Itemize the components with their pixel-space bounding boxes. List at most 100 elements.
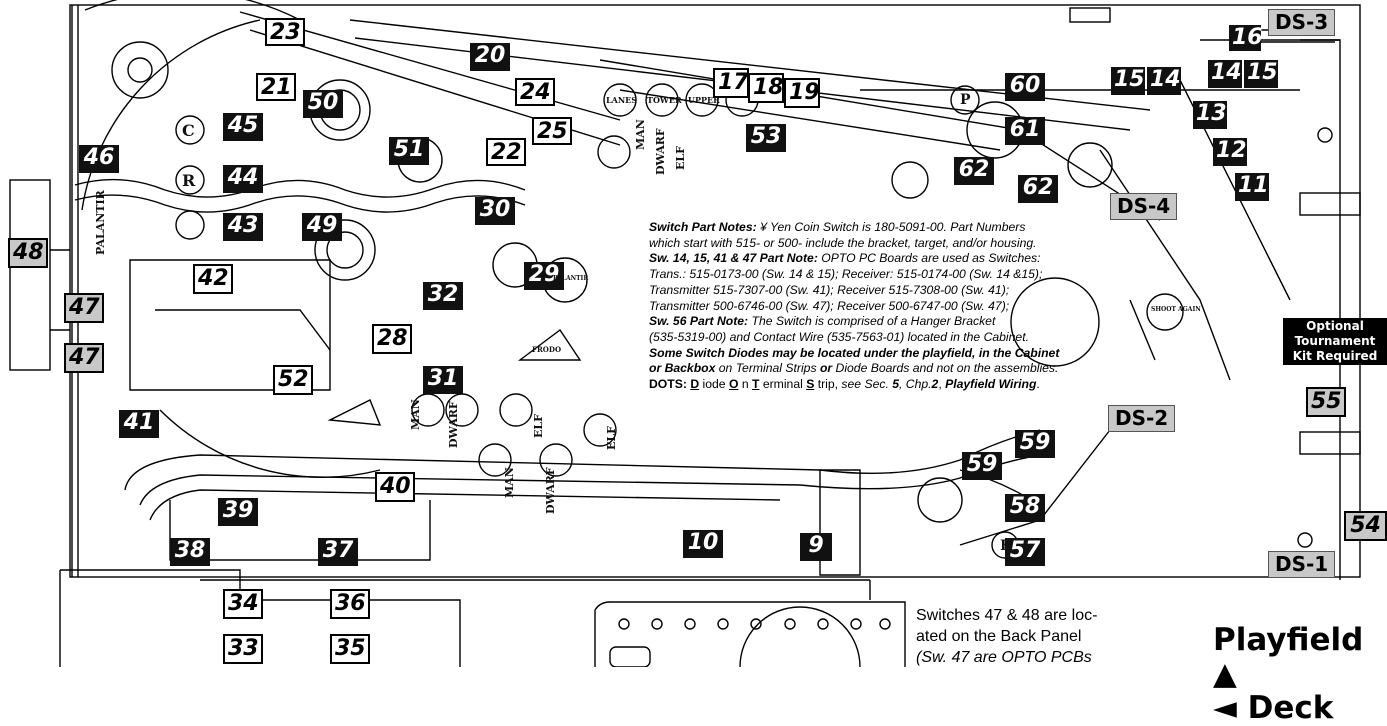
switch-label-43: 43 — [223, 213, 263, 241]
switch-label-28: 28 — [372, 324, 412, 354]
insert-shoot-again: SHOOT AGAIN — [1151, 306, 1201, 313]
notes-line: Transmitter 515-7307-00 (Sw. 41); Receiv… — [649, 282, 1010, 297]
ds-1-label: DS-1 — [1268, 551, 1336, 578]
notes-dots-letter: D — [690, 377, 700, 392]
switch-label-35: 35 — [330, 634, 370, 664]
optional-kit-line: Tournament — [1294, 334, 1376, 348]
notes-section: 5 — [892, 377, 900, 392]
notes-heading-switch-parts: Switch Part Notes: — [649, 220, 757, 234]
switch-label-59: 59 — [1015, 430, 1055, 458]
ds-2-label: DS-2 — [1108, 405, 1176, 432]
back-note-line: ated on the Back Panel — [916, 628, 1082, 645]
switch-label-31: 31 — [423, 366, 463, 394]
switch-label-39: 39 — [218, 498, 258, 526]
insert-c: C — [182, 121, 195, 140]
notes-line: , Chp. — [899, 377, 932, 392]
switch-label-17: 17 — [713, 68, 749, 98]
notes-line: iode — [699, 377, 729, 392]
notes-diode-warning: Some Switch Diodes may be located under … — [649, 345, 1060, 360]
switch-label-55: 55 — [1306, 387, 1346, 417]
notes-dots-letter: S — [806, 377, 815, 392]
switch-label-36: 36 — [330, 589, 370, 619]
insert-elf: ELF — [674, 146, 687, 170]
notes-line: Diode Boards and not on the assemblies. — [832, 361, 1059, 376]
insert-palantir: PALANTIR — [553, 275, 589, 282]
insert-frodo: FRODO — [532, 345, 562, 354]
switch-label-19: 19 — [784, 78, 820, 108]
notes-playfield-wiring: Playfield Wiring — [945, 377, 1037, 392]
switch-label-54: 54 — [1344, 511, 1387, 541]
switch-label-24: 24 — [515, 78, 555, 106]
switch-label-12: 12 — [1213, 138, 1247, 166]
playfield-deck-title: Playfield ▲ ◄ Deck — [1213, 623, 1387, 725]
switch-label-15: 15 — [1244, 60, 1278, 88]
switch-label-33: 33 — [223, 634, 263, 664]
notes-dots-heading: DOTS: — [649, 377, 691, 392]
notes-heading-sw56: Sw. 56 Part Note: — [649, 314, 749, 329]
notes-line: . — [1036, 377, 1040, 392]
switch-label-53: 53 — [746, 124, 786, 152]
switch-label-61: 61 — [1005, 117, 1045, 145]
notes-line: which start with 515- or 500- include th… — [649, 235, 1037, 250]
back-note-line: Switches 47 & 48 are loc- — [916, 607, 1098, 624]
switch-label-21: 21 — [256, 73, 296, 101]
notes-diode-warning: or Backbox — [649, 361, 716, 376]
switch-label-41: 41 — [119, 410, 159, 438]
insert-dwarf: DWARF — [544, 467, 557, 514]
notes-line: n — [738, 377, 752, 392]
switch-label-20: 20 — [470, 43, 510, 71]
notes-line: The Switch is comprised of a Hanger Brac… — [748, 314, 996, 329]
optional-kit-line: Optional — [1306, 319, 1364, 333]
switch-label-38: 38 — [170, 538, 210, 566]
notes-line: , — [938, 377, 946, 392]
switch-label-13: 13 — [1193, 101, 1227, 129]
switch-label-18: 18 — [748, 73, 784, 103]
ds-3-label: DS-3 — [1268, 9, 1336, 36]
switch-label-46: 46 — [79, 145, 119, 173]
insert-palantir: PALANTIR — [94, 190, 107, 255]
switch-label-62: 62 — [954, 157, 994, 185]
notes-line: see Sec. — [841, 377, 893, 392]
notes-line: ¥ Yen Coin Switch is 180-5091-00. Part N… — [756, 220, 1026, 234]
switch-label-10: 10 — [683, 530, 723, 558]
switch-label-50: 50 — [303, 90, 343, 118]
switch-label-34: 34 — [223, 589, 263, 619]
back-note-line: (Sw. 47 are OPTO PCBs — [916, 649, 1092, 666]
switch-label-51: 51 — [389, 137, 429, 165]
switch-label-15: 15 — [1111, 67, 1145, 95]
insert-p: P — [960, 92, 971, 108]
insert-tower: TOWER — [647, 95, 682, 105]
switch-label-22: 22 — [486, 138, 526, 166]
switch-part-notes: Switch Part Notes: ¥ Yen Coin Switch is … — [649, 220, 1081, 393]
notes-chapter: 2 — [931, 377, 939, 392]
switch-label-47: 47 — [64, 293, 104, 323]
notes-dots-letter: T — [752, 377, 760, 392]
insert-man: MAN — [503, 467, 516, 498]
notes-line: Transmitter 500-6746-00 (Sw. 47); Receiv… — [649, 298, 1010, 313]
switch-label-62: 62 — [1018, 175, 1058, 203]
insert-lanes: LANES — [606, 95, 638, 105]
notes-line: erminal — [759, 377, 807, 392]
insert-r: R — [182, 171, 196, 190]
switch-label-60: 60 — [1005, 73, 1045, 101]
optional-kit-line: Kit Required — [1292, 349, 1378, 363]
switch-label-44: 44 — [223, 165, 263, 193]
insert-dwarf: DWARF — [447, 401, 460, 448]
ds-4-label: DS-4 — [1110, 193, 1178, 220]
notes-line: trip, — [814, 377, 842, 392]
title-playfield: Playfield ▲ — [1213, 622, 1364, 692]
switch-label-25: 25 — [532, 117, 572, 145]
notes-line: Trans.: 515-0173-00 (Sw. 14 & 15); Recei… — [649, 267, 1043, 282]
switch-label-40: 40 — [375, 472, 415, 502]
switch-label-52: 52 — [273, 365, 313, 395]
switch-label-42: 42 — [193, 264, 233, 294]
switch-label-11: 11 — [1235, 173, 1269, 201]
switch-label-14: 14 — [1147, 67, 1181, 95]
insert-man: MAN — [409, 399, 422, 430]
switch-label-23: 23 — [265, 18, 305, 46]
optional-tournament-kit-label: Optional Tournament Kit Required — [1283, 318, 1387, 365]
insert-man: MAN — [634, 119, 647, 150]
switch-label-58: 58 — [1005, 494, 1045, 522]
switch-label-37: 37 — [318, 538, 358, 566]
title-deck: ◄ Deck — [1213, 690, 1334, 726]
